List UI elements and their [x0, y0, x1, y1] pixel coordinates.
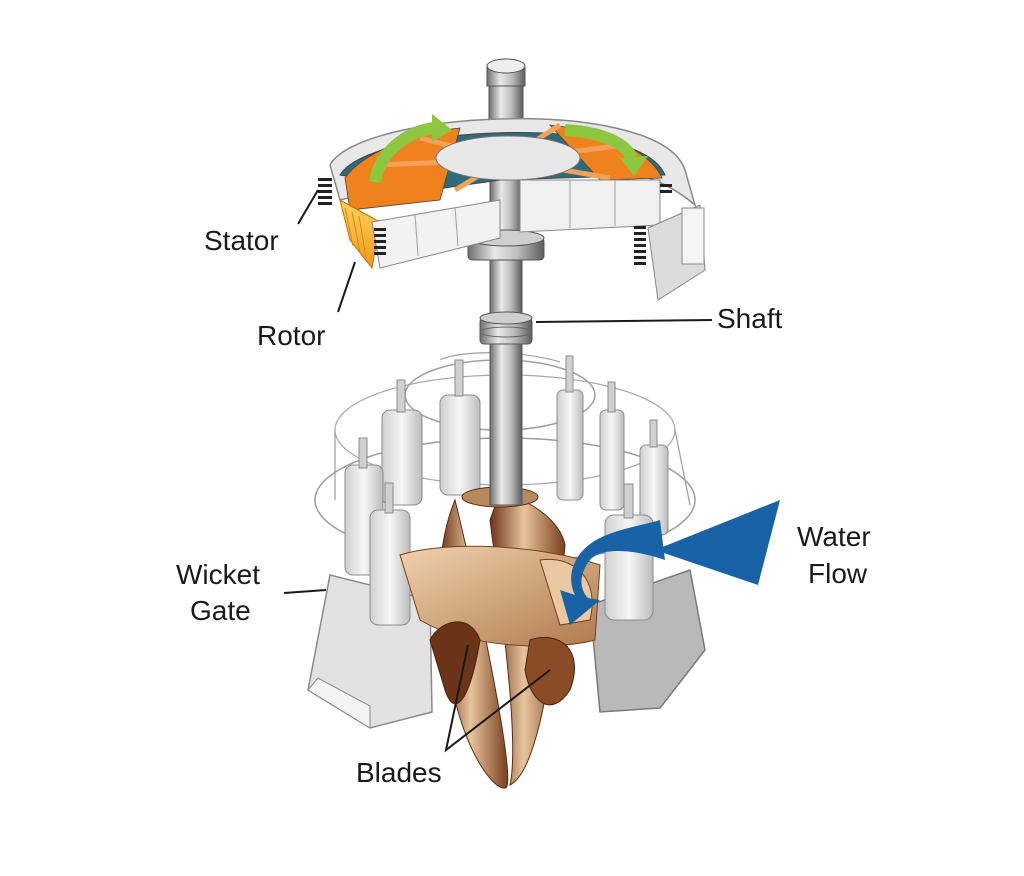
stator-label: Stator	[204, 225, 279, 256]
shaft-label: Shaft	[717, 303, 783, 334]
stator-leader	[297, 189, 319, 225]
blades-label: Blades	[356, 757, 442, 788]
wicket-gate-label-line1: Wicket	[176, 559, 260, 590]
runner-blades	[399, 486, 601, 789]
rotation-arrows	[369, 114, 648, 184]
wicket-gate-back-1	[381, 379, 423, 506]
rotor-leader	[337, 261, 356, 313]
rotor-label: Rotor	[257, 320, 325, 351]
water-flow-label-line2: Flow	[808, 558, 868, 589]
water-flow-arrow	[560, 500, 780, 625]
generator	[318, 114, 706, 301]
wicket-gate-back-2	[439, 359, 481, 496]
shaft-leader	[535, 319, 713, 323]
water-flow-label-line1: Water	[797, 521, 871, 552]
blades-leader	[444, 644, 551, 753]
leader-lines	[283, 189, 713, 753]
wicket-gate-front-2	[369, 482, 411, 626]
stator-slots	[318, 178, 672, 265]
wicket-gate-leader	[283, 589, 327, 594]
wicket-gate-back-4	[599, 381, 625, 511]
wicket-gate-label-line2: Gate	[190, 595, 251, 626]
wicket-gate-back-5	[639, 419, 669, 536]
wicket-gate-back-3	[556, 355, 584, 501]
